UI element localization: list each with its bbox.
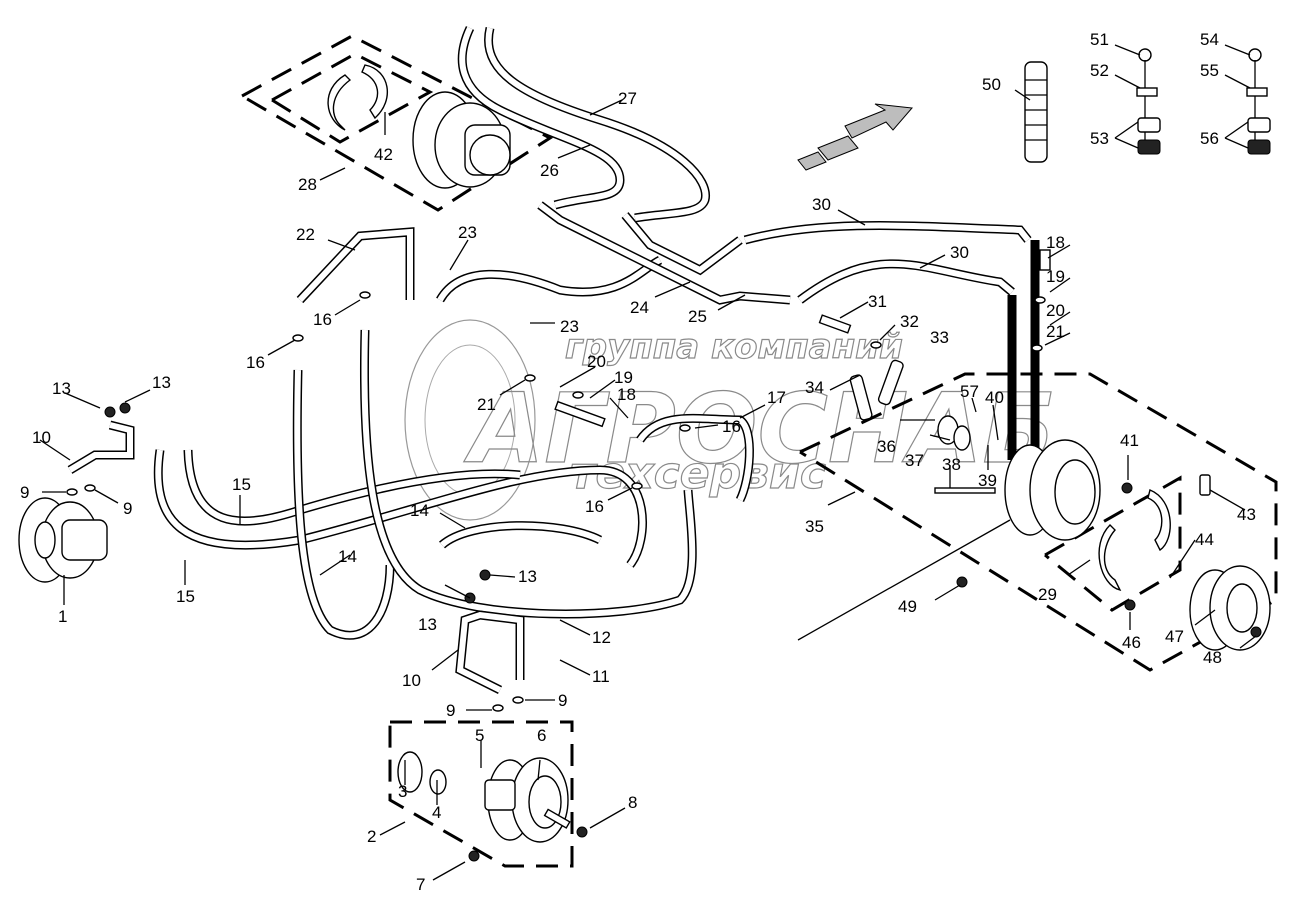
- callout-16d: 16: [585, 497, 604, 516]
- callout-15a: 15: [232, 475, 251, 494]
- callout-4: 4: [432, 803, 441, 822]
- callout-23b: 23: [560, 317, 579, 336]
- direction-arrow-icon: [797, 103, 914, 171]
- callout-14a: 14: [410, 501, 429, 520]
- callout-19a: 19: [1046, 267, 1065, 286]
- brake-drum-47: [1189, 565, 1271, 651]
- travel-motor-top: [412, 91, 511, 189]
- hoses: [67, 26, 1040, 695]
- callout-23a: 23: [458, 223, 477, 242]
- callout-44: 44: [1195, 530, 1214, 549]
- protective-sleeve-50: [1024, 61, 1048, 163]
- callout-8: 8: [628, 793, 637, 812]
- callout-53: 53: [1090, 129, 1109, 148]
- callout-30b: 30: [950, 243, 969, 262]
- watermark-wreath-icon: [404, 319, 536, 521]
- callout-42: 42: [374, 145, 393, 164]
- callout-9a: 9: [20, 483, 29, 502]
- callout-22: 22: [296, 225, 315, 244]
- callout-9d: 9: [558, 691, 567, 710]
- callout-52: 52: [1090, 61, 1109, 80]
- callout-27: 27: [618, 89, 637, 108]
- callout-24: 24: [630, 298, 649, 317]
- callout-12: 12: [592, 628, 611, 647]
- callout-16c: 16: [722, 417, 741, 436]
- callout-18a: 18: [1046, 233, 1065, 252]
- assembly-box-2: [388, 720, 574, 868]
- watermark: группа компаний АГРОСНАБ техсервис: [404, 319, 1056, 521]
- callout-15b: 15: [176, 587, 195, 606]
- callout-21a: 21: [1046, 322, 1065, 341]
- callout-40: 40: [985, 388, 1004, 407]
- callout-10b: 10: [402, 671, 421, 690]
- callout-labels: 1 2 3 4 5 6 7 8 9 9 9 9 10 10 11 12 13 1…: [20, 30, 1256, 894]
- callout-33: 33: [930, 328, 949, 347]
- callout-46: 46: [1122, 633, 1141, 652]
- callout-17: 17: [767, 388, 786, 407]
- callout-1: 1: [58, 607, 67, 626]
- callout-20b: 20: [587, 352, 606, 371]
- callout-37: 37: [905, 451, 924, 470]
- callout-13c: 13: [518, 567, 537, 586]
- callout-38: 38: [942, 455, 961, 474]
- watermark-line1: группа компаний: [565, 327, 903, 367]
- callout-31: 31: [868, 292, 887, 311]
- callout-56: 56: [1200, 129, 1219, 148]
- callout-51: 51: [1090, 30, 1109, 49]
- brake-shoes-29: [1098, 489, 1171, 592]
- callout-2: 2: [367, 827, 376, 846]
- callout-13a: 13: [52, 379, 71, 398]
- callout-18b: 18: [617, 385, 636, 404]
- travel-motor-1: [18, 497, 108, 583]
- travel-motor-2: [484, 757, 569, 843]
- callout-19b: 19: [614, 368, 633, 387]
- callout-9b: 9: [123, 499, 132, 518]
- callout-21b: 21: [477, 395, 496, 414]
- callout-9c: 9: [446, 701, 455, 720]
- callout-13d: 13: [418, 615, 437, 634]
- callout-48: 48: [1203, 648, 1222, 667]
- callout-49: 49: [898, 597, 917, 616]
- callout-3: 3: [398, 782, 407, 801]
- callout-34: 34: [805, 378, 824, 397]
- leader-lines: [39, 44, 1257, 881]
- callout-30a: 30: [812, 195, 831, 214]
- callout-26: 26: [540, 161, 559, 180]
- callout-10a: 10: [32, 428, 51, 447]
- callout-55: 55: [1200, 61, 1219, 80]
- callout-13b: 13: [152, 373, 171, 392]
- assembly-box-35: [799, 372, 1278, 672]
- callout-7: 7: [416, 875, 425, 894]
- callout-39: 39: [978, 471, 997, 490]
- callout-47: 47: [1165, 627, 1184, 646]
- callout-29: 29: [1038, 585, 1057, 604]
- callout-50: 50: [982, 75, 1001, 94]
- callout-32: 32: [900, 312, 919, 331]
- brake-shoes-42: [327, 64, 389, 131]
- callout-43: 43: [1237, 505, 1256, 524]
- callout-11: 11: [592, 667, 610, 686]
- travel-motor-35: [1004, 439, 1101, 541]
- callout-54: 54: [1200, 30, 1219, 49]
- callout-16b: 16: [313, 310, 332, 329]
- assembly-box-28: [241, 34, 553, 212]
- callout-25: 25: [688, 307, 707, 326]
- callout-57: 57: [960, 382, 979, 401]
- callout-41: 41: [1120, 431, 1139, 450]
- callout-14b: 14: [338, 547, 357, 566]
- callout-36: 36: [877, 437, 896, 456]
- callout-5: 5: [475, 726, 484, 745]
- callout-28: 28: [298, 175, 317, 194]
- clamp-assembly-54-56: [1246, 48, 1271, 155]
- callout-20a: 20: [1046, 301, 1065, 320]
- callout-16a: 16: [246, 353, 265, 372]
- callout-35: 35: [805, 517, 824, 536]
- clamp-assembly-51-53: [1136, 48, 1161, 155]
- callout-6: 6: [537, 726, 546, 745]
- small-fittings: [66, 249, 1262, 862]
